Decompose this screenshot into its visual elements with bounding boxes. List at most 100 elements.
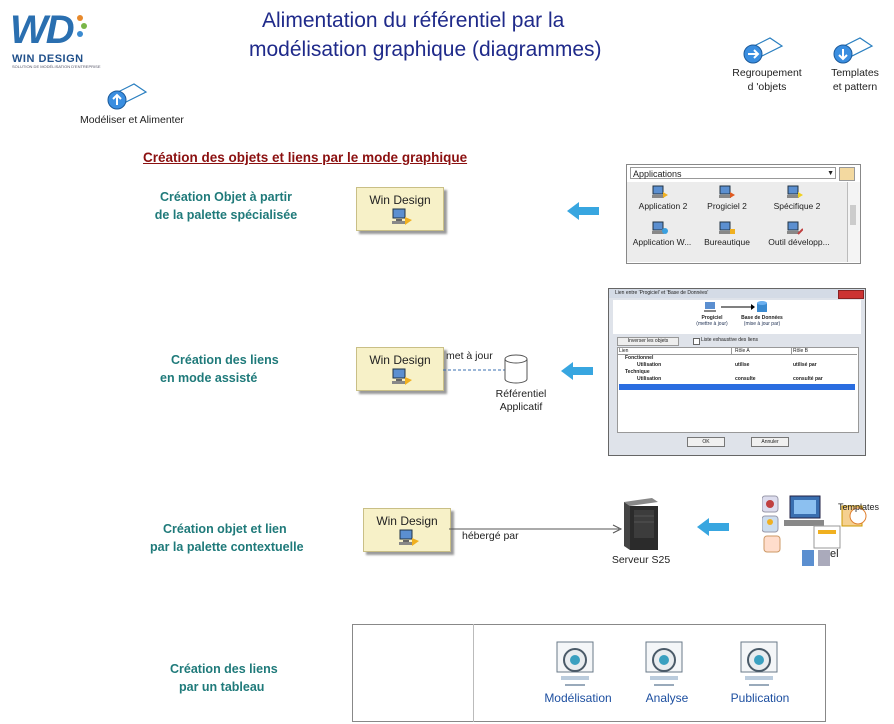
view-modelisation[interactable]: Modélisation [544, 691, 612, 705]
computer-icon [704, 302, 716, 312]
database-label-1: Référentiel [495, 388, 547, 400]
progiciel-icon[interactable] [719, 185, 735, 199]
outil-developpement-icon[interactable] [787, 221, 803, 235]
col-header-link: Lien [619, 348, 732, 354]
view-publication[interactable]: Publication [730, 691, 790, 705]
palette-item-4[interactable]: Application W... [632, 237, 692, 247]
application-web-icon[interactable] [652, 221, 668, 235]
palette-item-2[interactable]: Progiciel 2 [707, 201, 747, 211]
database-label: Référentiel Applicatif [486, 388, 556, 414]
col-header-role-b: Rôle B [793, 348, 809, 354]
dialog-node-1: Progiciel [701, 315, 723, 321]
table-row-selected[interactable] [619, 384, 855, 390]
title-line-1: Alimentation du référentiel par la [262, 9, 565, 32]
computer-icon [392, 208, 412, 225]
arrow-right-icon[interactable] [740, 34, 784, 74]
publication-gear-icon[interactable] [737, 640, 781, 690]
contextual-palette-icon[interactable] [761, 492, 884, 574]
logo-dots-icon [77, 15, 87, 37]
palette-item-5[interactable]: Bureautique [704, 237, 750, 247]
logo-tagline: SOLUTION DE MODÉLISATION D'ENTREPRISE [12, 64, 101, 69]
server-icon[interactable] [618, 496, 662, 552]
partial-label: el [830, 548, 839, 560]
logo-letters: WD [10, 8, 75, 52]
step-2-line-2: en mode assisté [160, 371, 258, 385]
invert-objects-button[interactable]: Inverser les objets [617, 337, 679, 346]
table-row[interactable]: Utilisation utilise utilisé par [619, 362, 855, 369]
view-analyse[interactable]: Analyse [645, 691, 689, 705]
dialog-arrow [721, 304, 755, 310]
win-design-label: Win Design [369, 353, 431, 367]
close-icon[interactable] [838, 290, 864, 299]
ok-button[interactable]: OK [687, 437, 725, 447]
database-label-2: Applicatif [499, 401, 543, 413]
step-2-line-1: Création des liens [171, 353, 279, 367]
palette-dropdown-value: Applications [633, 169, 682, 179]
computer-icon [392, 368, 412, 385]
link-table [617, 347, 859, 433]
templates-tag: Templates [838, 502, 880, 512]
page-title: Alimentation du référentiel par la modél… [200, 6, 720, 64]
section-title: Création des objets et liens par le mode… [143, 150, 468, 165]
title-line-2: modélisation graphique (diagrammes) [249, 38, 602, 61]
application-icon[interactable] [652, 185, 668, 199]
exhaustive-label: Liste exhaustive des liens [701, 337, 758, 343]
exhaustive-checkbox[interactable] [693, 338, 700, 345]
hosted-link-line [449, 524, 623, 534]
server-label: Serveur S25 [611, 554, 671, 566]
chevron-down-icon[interactable]: ▼ [827, 170, 834, 177]
palette-scroll-thumb[interactable] [850, 205, 856, 225]
specifique-icon[interactable] [787, 185, 803, 199]
step-2-text: Création des liens en mode assisté [160, 351, 300, 387]
analyse-gear-icon[interactable] [642, 640, 686, 690]
col-header-role-a: Rôle A [735, 348, 792, 354]
palette-item-3[interactable]: Spécifique 2 [773, 201, 821, 211]
step-1-text: Création Objet à partir de la palette sp… [146, 188, 306, 224]
win-design-box-3[interactable]: Win Design [363, 508, 451, 552]
palette-tool-button[interactable] [839, 167, 855, 181]
table-row[interactable]: Fonctionnel [619, 355, 855, 362]
dialog-node-2: Base de Données [741, 315, 783, 321]
modelisation-gear-icon[interactable] [553, 640, 597, 690]
cell-role-a: consulte [735, 376, 756, 382]
left-arrow-icon [561, 362, 593, 380]
hosted-link-label: hébergé par [462, 530, 519, 542]
cancel-button[interactable]: Annuler [751, 437, 789, 447]
palette-item-1[interactable]: Application 2 [638, 201, 688, 211]
nav-templates-label-2: et pattern [832, 81, 878, 93]
arrow-down-icon[interactable] [830, 34, 874, 74]
palette-dropdown[interactable]: Applications ▼ [630, 167, 836, 179]
link-dialog-screenshot: Lien entre 'Progiciel' et 'Base de Donné… [608, 288, 866, 456]
palette-item-6[interactable]: Outil développ... [768, 237, 830, 247]
win-design-label: Win Design [376, 514, 438, 528]
contextual-palette: Templates el [761, 492, 884, 574]
nav-group-label[interactable]: Regroupement d 'objets [722, 66, 812, 94]
left-arrow-icon [697, 518, 729, 536]
dialog-node-2-sub: (mise à jour par) [743, 321, 781, 327]
win-design-box-2[interactable]: Win Design [356, 347, 444, 391]
link-label-update: met à jour [446, 350, 493, 362]
bureautique-icon[interactable] [719, 221, 735, 235]
cell-link: Utilisation [637, 376, 662, 382]
win-design-label: Win Design [369, 193, 431, 207]
dialog-title: Lien entre 'Progiciel' et 'Base de Donné… [609, 289, 865, 298]
table-row[interactable]: Utilisation consulte consulté par [619, 376, 855, 383]
nav-group-label-2: d 'objets [747, 81, 787, 93]
cell-link: Fonctionnel [625, 355, 654, 361]
step-3-line-2: par la palette contextuelle [150, 540, 304, 554]
table-row[interactable]: Technique [619, 369, 855, 376]
win-design-box-1[interactable]: Win Design [356, 187, 444, 231]
step-4-line-2: par un tableau [179, 680, 265, 694]
database-icon[interactable] [503, 354, 529, 384]
table-views-divider [473, 624, 474, 722]
step-3-line-1: Création objet et lien [163, 522, 287, 536]
arrow-up-icon[interactable] [104, 80, 148, 120]
dialog-diagram [613, 300, 861, 334]
logo-name: WIN DESIGN [12, 53, 84, 65]
step-1-line-1: Création Objet à partir [160, 190, 292, 204]
nav-model-label[interactable]: Modéliser et Alimenter [80, 114, 184, 126]
computer-icon [399, 529, 419, 546]
nav-templates-label[interactable]: Templates et pattern [822, 66, 888, 94]
link-line [443, 369, 505, 371]
step-4-text: Création des liens par un tableau [170, 660, 310, 696]
